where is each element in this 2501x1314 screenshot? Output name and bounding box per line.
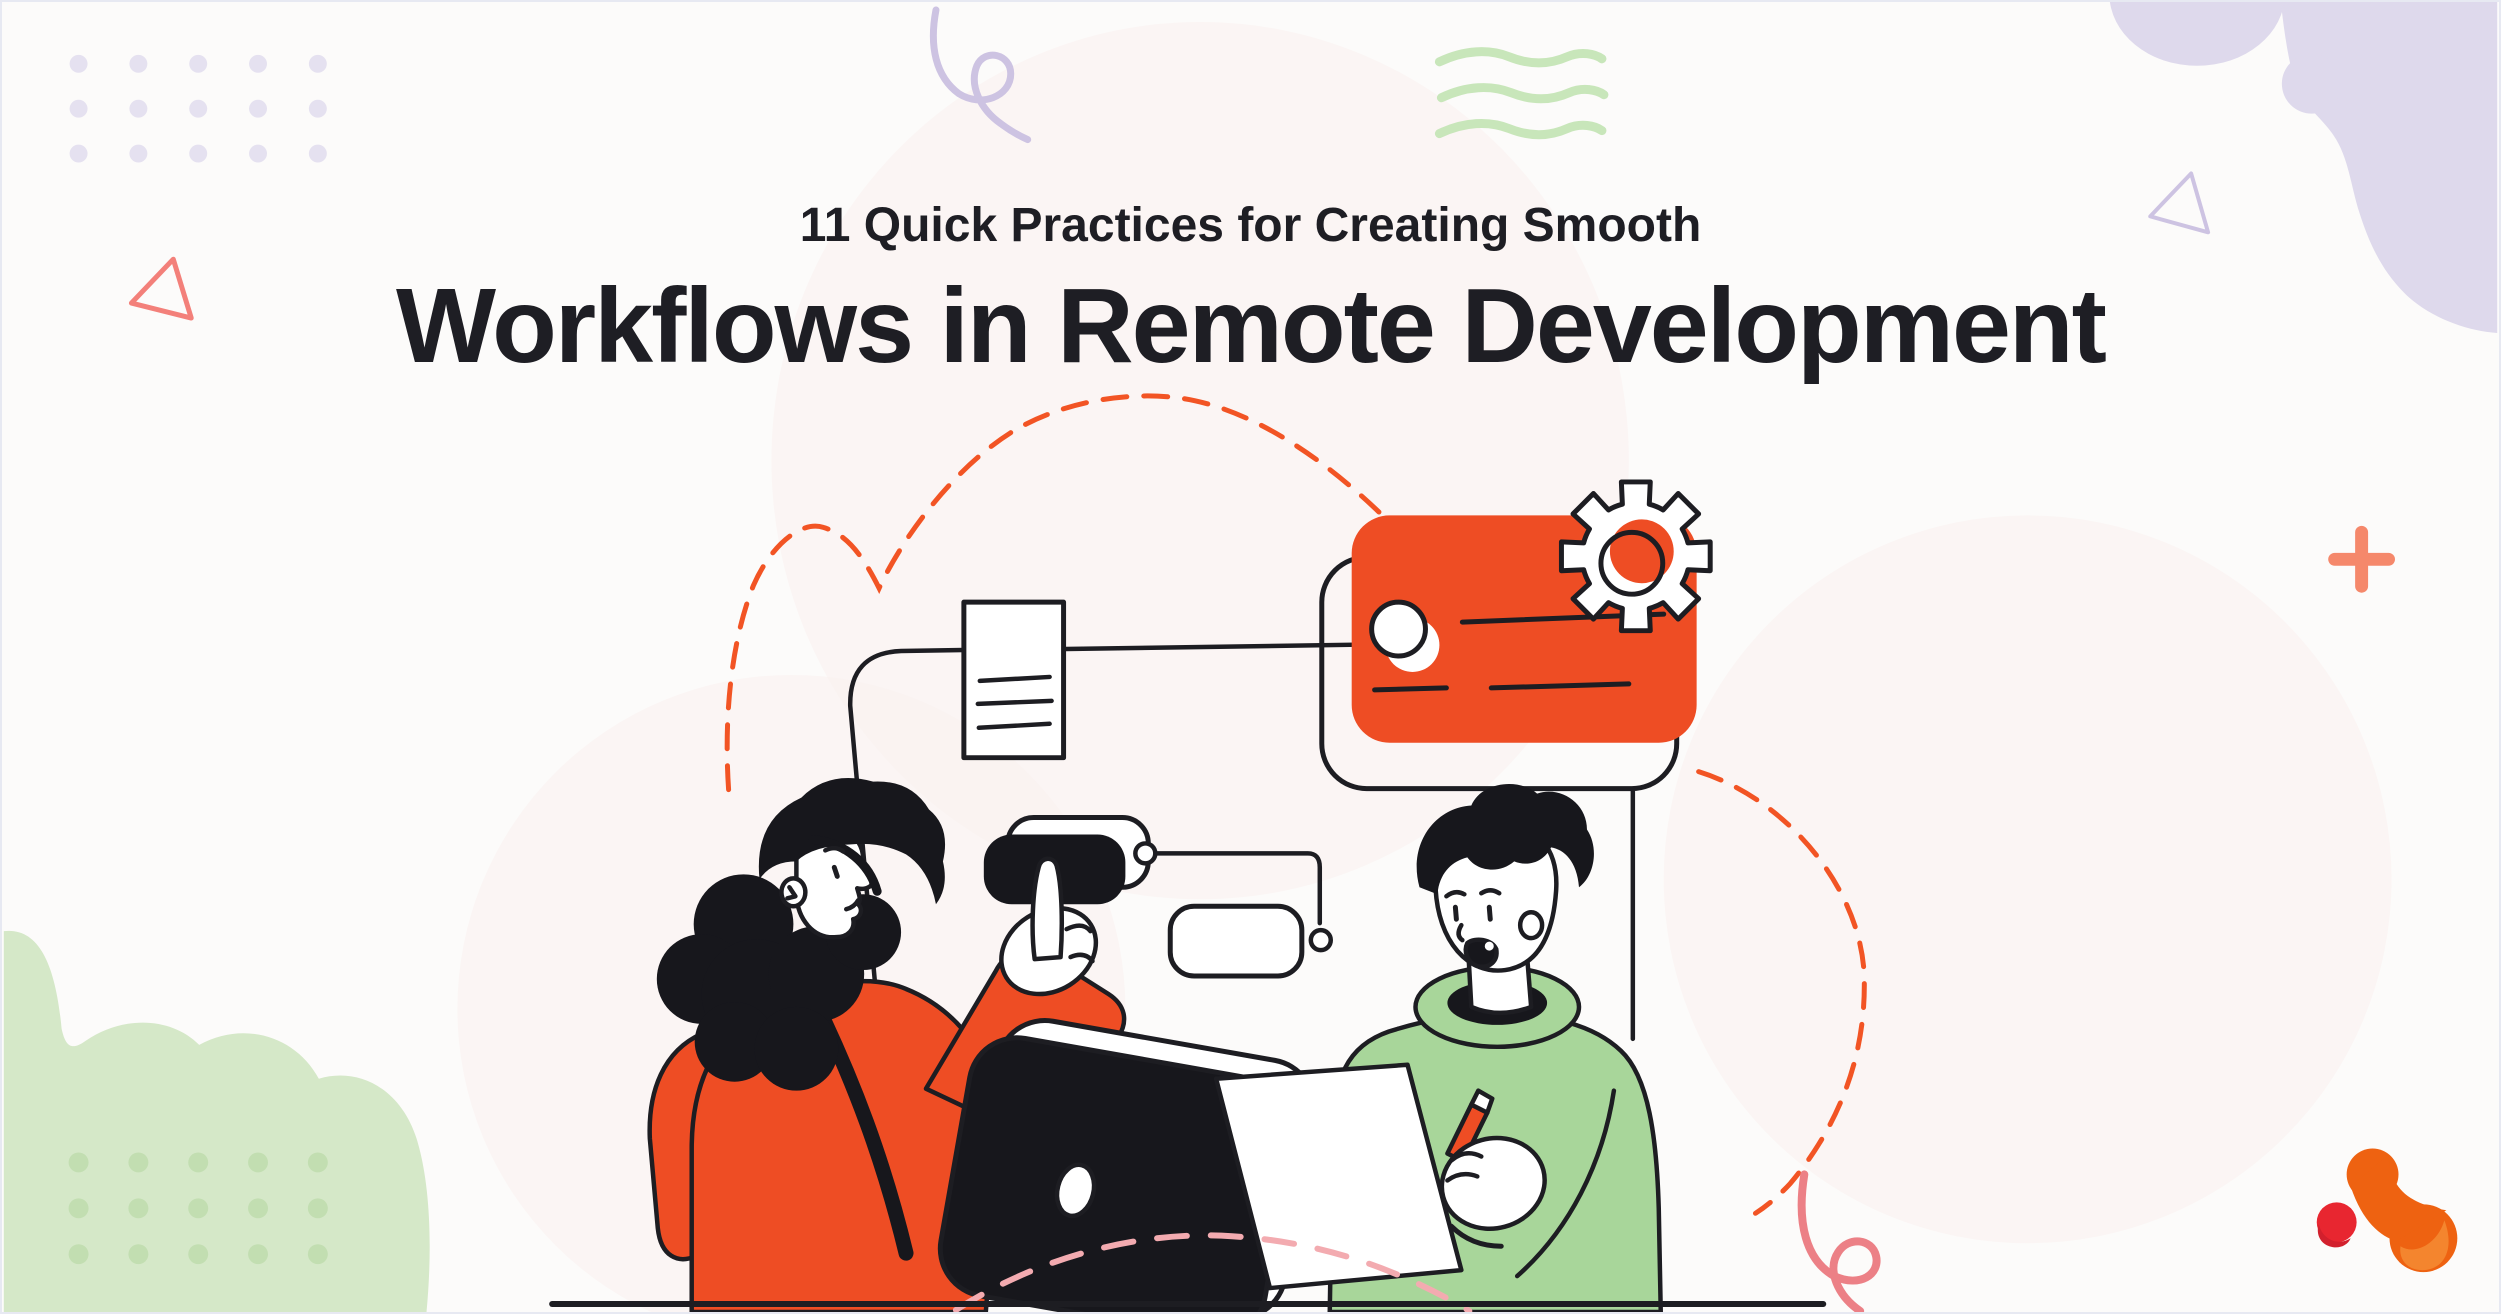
card-with-gear xyxy=(1319,479,1713,792)
plus-icon xyxy=(2328,525,2396,593)
frame-lines xyxy=(847,641,1636,1042)
laptop-logo-icon xyxy=(1054,1162,1097,1219)
gear-icon xyxy=(1558,479,1713,634)
bush-shape xyxy=(3,930,430,1312)
pen-tip xyxy=(1469,1088,1495,1115)
connector-node-2 xyxy=(1308,927,1333,953)
connector-line xyxy=(1155,851,1323,926)
man-fingers xyxy=(1445,1151,1504,1249)
bush-bottom-left xyxy=(3,930,430,1312)
connector-node-1 xyxy=(1133,841,1158,866)
triangle-outline-right-icon xyxy=(2148,171,2211,235)
blob-right xyxy=(1663,515,2392,1244)
metaball-highlight xyxy=(2400,1220,2449,1271)
frame-top-right xyxy=(1063,641,1402,652)
dot-grid-top-left xyxy=(69,54,327,163)
dashed-path-right xyxy=(1696,769,1867,1216)
waves-icon xyxy=(1434,47,1609,140)
man-writing xyxy=(1213,784,1663,1312)
man-sleeve-fold xyxy=(1514,1088,1617,1279)
woman-hair-back xyxy=(656,874,902,1091)
squiggle-top-icon xyxy=(929,6,1032,144)
paper-sheet xyxy=(1213,1062,1464,1291)
frame-left xyxy=(847,647,967,1010)
dot-grid-bottom-left xyxy=(68,1152,328,1265)
woman-knuckles xyxy=(1064,923,1095,964)
man-ear xyxy=(1517,909,1545,941)
man-hand xyxy=(1439,1135,1547,1231)
man-face-features xyxy=(1444,888,1502,943)
woman-ear-mark xyxy=(785,885,798,901)
red-dot-shadow xyxy=(2317,1224,2351,1248)
red-dot-icon xyxy=(2316,1202,2357,1243)
man-hair xyxy=(1416,784,1594,895)
woman-hair-top xyxy=(758,778,946,905)
dashed-path-left xyxy=(724,393,1393,793)
woman-pointing-finger xyxy=(1030,856,1065,962)
cloud-top-right xyxy=(2109,2,2498,333)
workflow-scene xyxy=(549,393,1881,1312)
card-avatar xyxy=(1369,599,1428,659)
woman-face-features xyxy=(823,845,861,912)
man-tooth xyxy=(1484,941,1494,951)
dashed-path-pink xyxy=(952,1232,1473,1312)
triangle-outline-left-icon xyxy=(128,256,194,321)
speech-bubble xyxy=(1167,903,1305,979)
squiggle-bottom-icon xyxy=(1797,1170,1881,1312)
blob-bottom-right xyxy=(2316,1148,2458,1273)
document-icon xyxy=(961,599,1067,761)
woman-hair-fringe xyxy=(808,834,882,896)
